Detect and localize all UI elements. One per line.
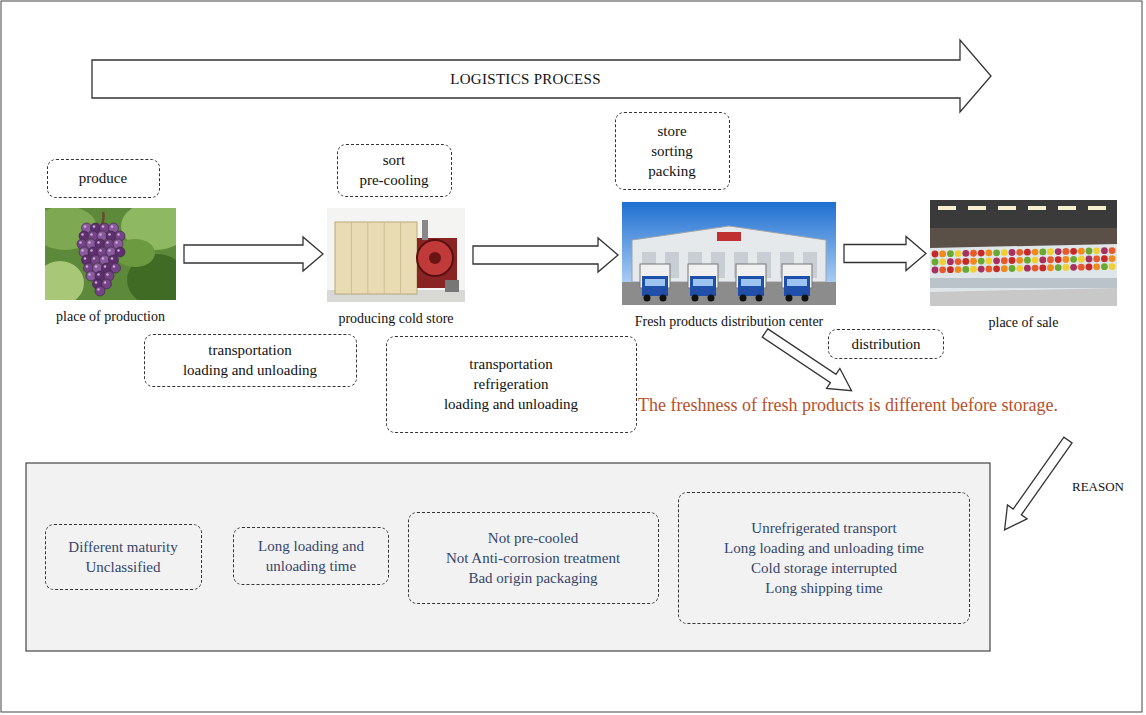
box-text: Long shipping time [765, 578, 883, 598]
box-text: loading and unloading [183, 360, 317, 380]
photo-illustration [930, 200, 1117, 306]
box-text: refrigeration [474, 374, 549, 394]
photo-node: Fresh products distribution center [622, 202, 836, 305]
photo-illustration [622, 202, 836, 305]
hollow-arrow [184, 237, 323, 271]
box-text: produce [79, 168, 127, 188]
box-text: loading and unloading [444, 394, 578, 414]
box-text: Different maturity [68, 537, 177, 557]
process-arrow: LOGISTICS PROCESS [91, 38, 993, 114]
arrow-label: LOGISTICS PROCESS [91, 60, 960, 98]
reason-label: REASON [1072, 479, 1124, 495]
photo-caption: Fresh products distribution center [635, 314, 824, 330]
box-text: Long loading and unloading time [244, 536, 378, 577]
box-text: Cold storage interrupted [751, 558, 897, 578]
hollow-arrow [995, 433, 1078, 537]
photo-caption: place of sale [989, 315, 1059, 331]
dashed-box: produce [47, 159, 160, 198]
dashed-box: Unrefrigerated transportLong loading and… [678, 492, 970, 624]
box-text: pre-cooling [359, 170, 428, 190]
photo-illustration [327, 208, 465, 302]
dashed-box: transportationrefrigerationloading and u… [386, 336, 637, 433]
photo-node: place of sale [930, 200, 1117, 306]
photo-illustration [45, 208, 176, 300]
dashed-box: storesortingpacking [615, 112, 730, 190]
box-text: sorting [651, 141, 693, 161]
hollow-arrow [844, 237, 926, 271]
photo-node: producing cold store [327, 208, 465, 302]
box-text: Not Anti-corrosion treatment [446, 548, 620, 568]
box-text: transportation [208, 340, 291, 360]
box-text: packing [648, 161, 695, 181]
dashed-box: Long loading and unloading time [233, 527, 389, 585]
box-text: transportation [469, 354, 552, 374]
box-text: sort [383, 150, 406, 170]
box-text: Unrefrigerated transport [751, 518, 896, 538]
dashed-box: distribution [828, 329, 944, 359]
photo-node: place of production [45, 208, 176, 300]
reason-panel [26, 463, 990, 651]
dashed-box: Not pre-cooledNot Anti-corrosion treatme… [408, 512, 659, 604]
photo-caption: place of production [56, 309, 165, 325]
box-text: store [657, 121, 686, 141]
photo-caption: producing cold store [338, 311, 453, 327]
box-text: distribution [851, 334, 920, 354]
note-text: The freshness of fresh products is diffe… [638, 395, 1058, 416]
dashed-box: Different maturityUnclassified [45, 524, 202, 590]
box-text: Long loading and unloading time [724, 538, 924, 558]
dashed-box: transportationloading and unloading [144, 334, 357, 387]
box-text: Not pre-cooled [488, 528, 578, 548]
box-text: Unclassified [86, 557, 161, 577]
box-text: Bad origin packaging [468, 568, 597, 588]
hollow-arrow [473, 238, 618, 272]
dashed-box: sortpre-cooling [337, 144, 452, 197]
